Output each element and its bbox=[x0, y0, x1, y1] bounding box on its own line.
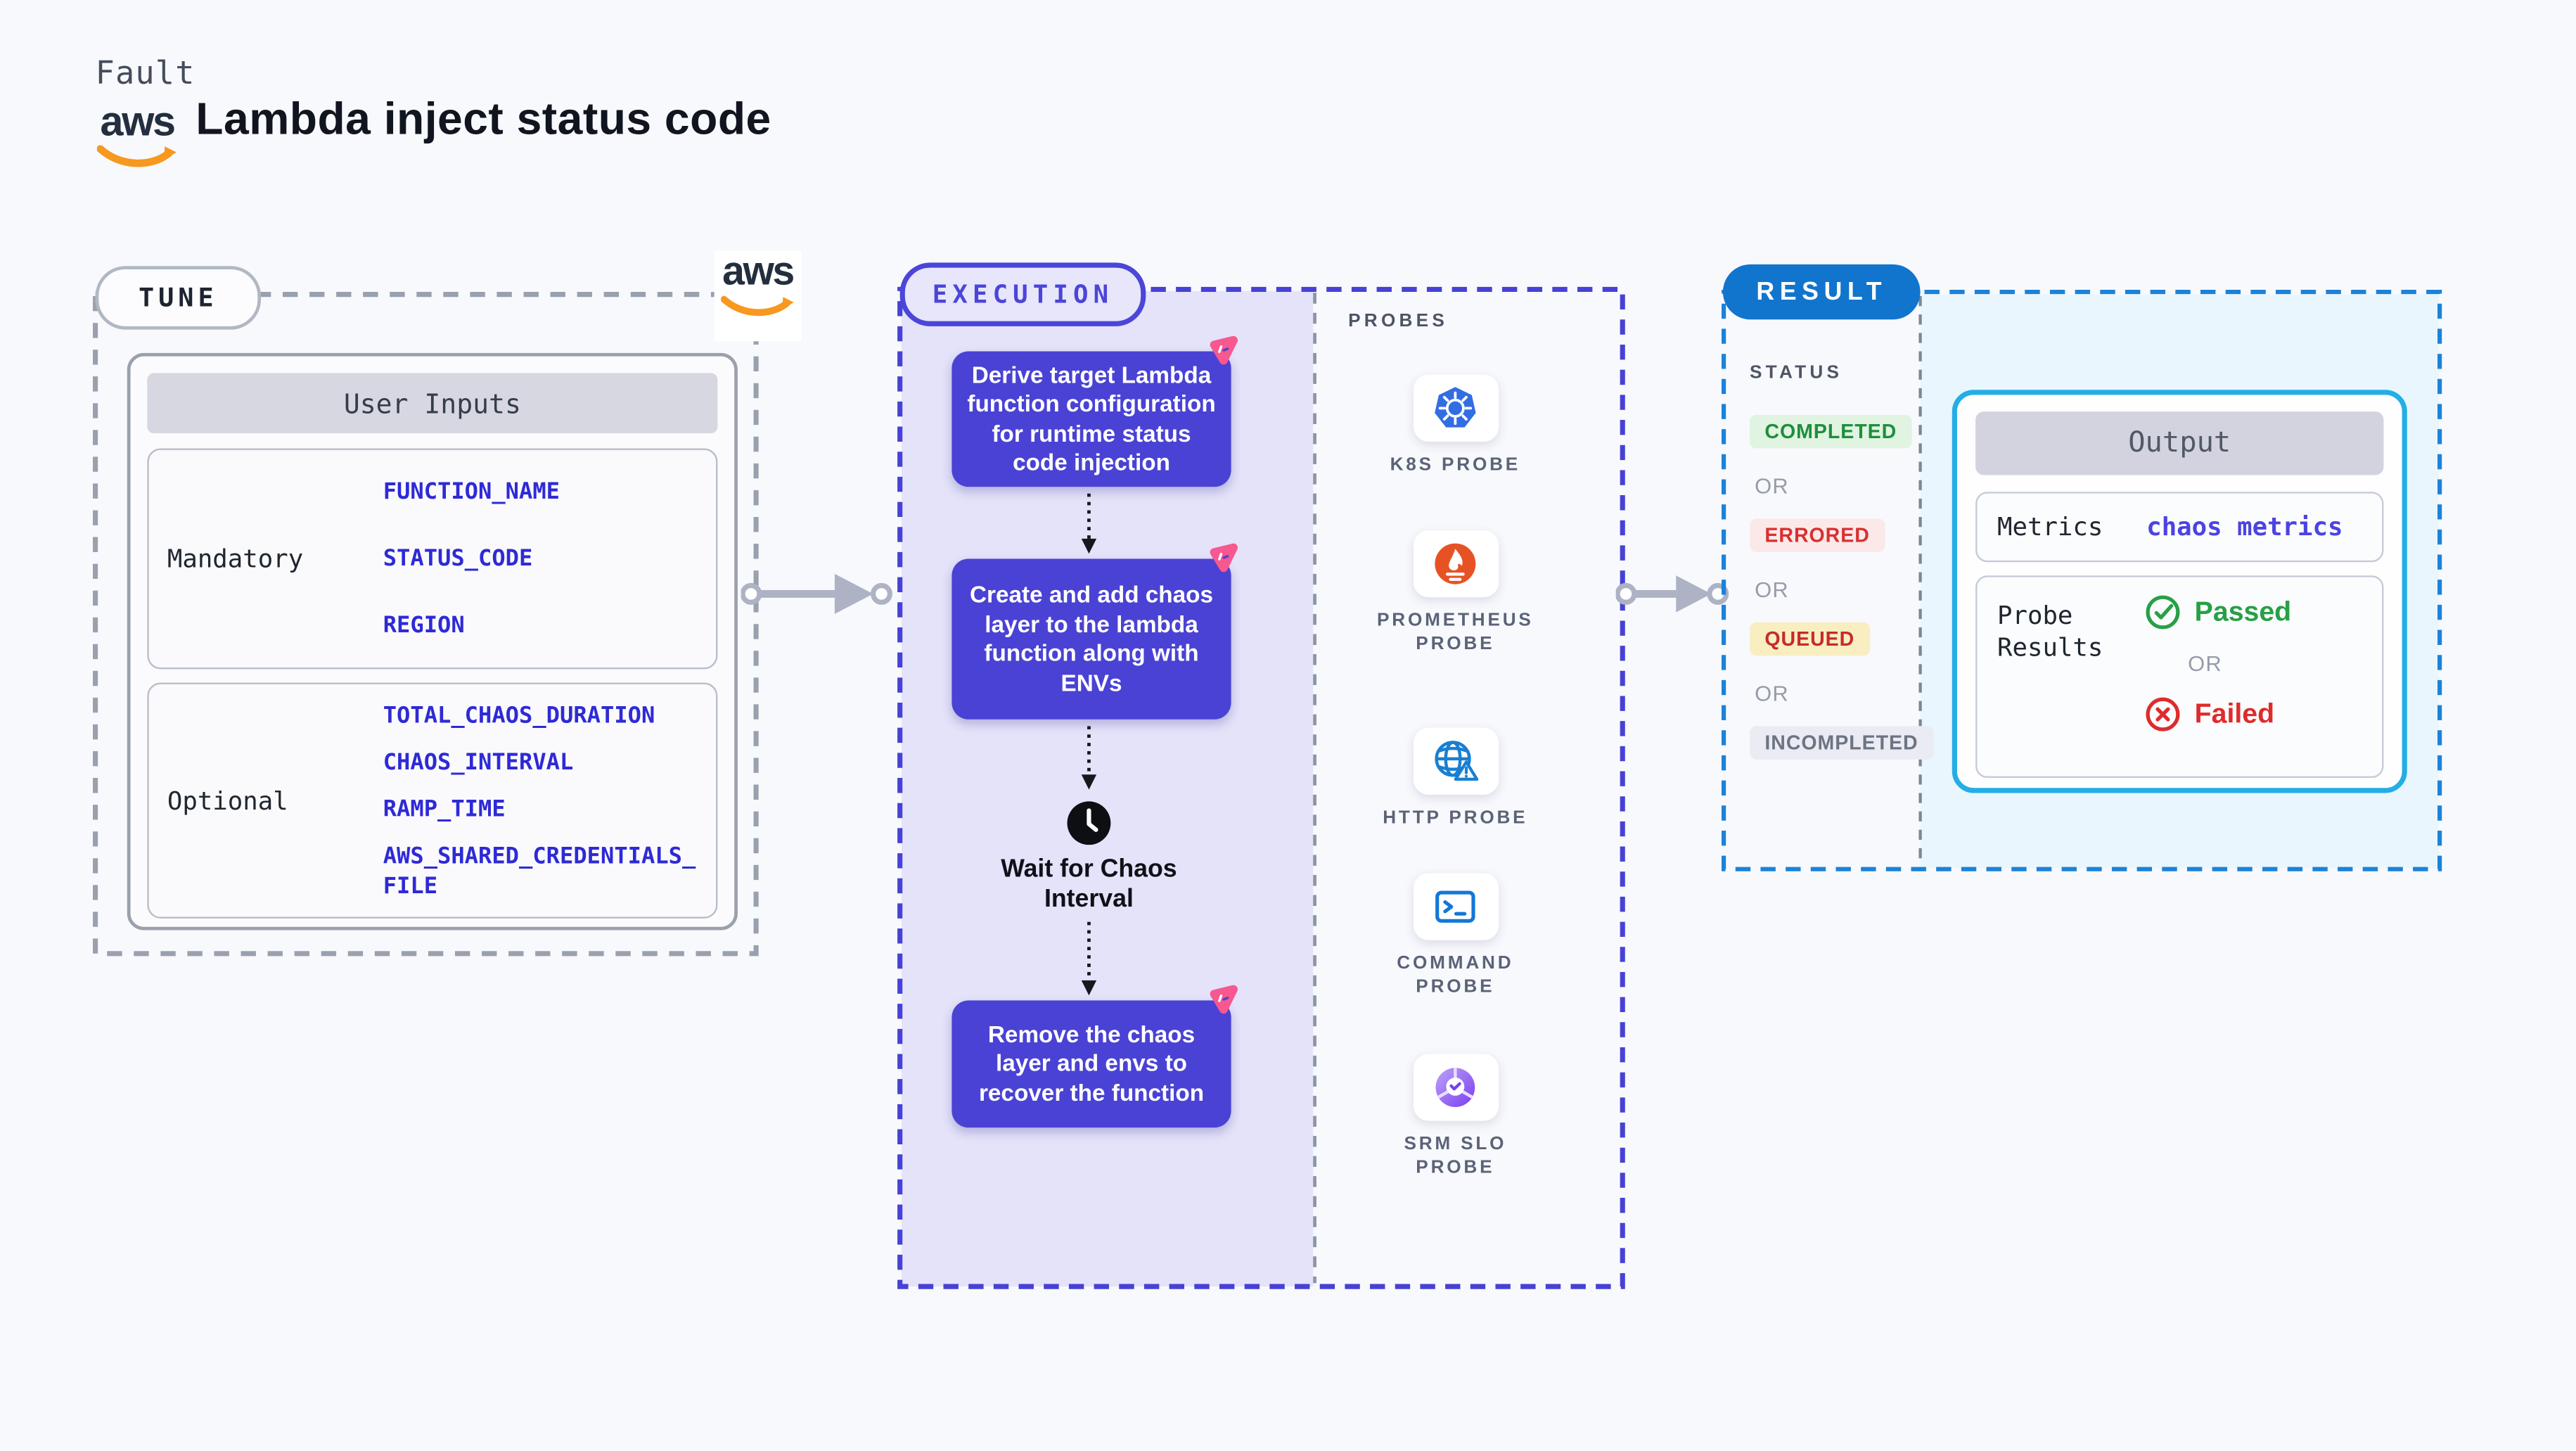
status-badge-queued: QUEUED bbox=[1749, 622, 1870, 656]
user-inputs-header: User Inputs bbox=[147, 373, 718, 434]
or-separator: OR bbox=[1755, 577, 1789, 603]
metrics-value: chaos metrics bbox=[2146, 511, 2343, 542]
chaos-icon bbox=[1210, 985, 1238, 1014]
x-circle-icon bbox=[2146, 697, 2180, 731]
input-variable: STATUS_CODE bbox=[383, 545, 533, 573]
metrics-row: Metrics chaos metrics bbox=[1975, 492, 2384, 563]
check-circle-icon bbox=[2146, 595, 2180, 629]
page-title: Lambda inject status code bbox=[196, 94, 771, 144]
probe-card-k8s bbox=[1412, 374, 1499, 442]
output-card: Output Metrics chaos metrics Probe Resul… bbox=[1952, 390, 2407, 793]
row-label: Optional bbox=[167, 785, 288, 816]
user-inputs-table: User Inputs Mandatory FUNCTION_NAME STAT… bbox=[127, 352, 738, 931]
status-label: STATUS bbox=[1749, 363, 1843, 383]
execution-step-2: Create and add chaos layer to the lambda… bbox=[951, 558, 1231, 720]
execution-step-1: Derive target Lambda function configurat… bbox=[951, 351, 1231, 487]
chaos-icon bbox=[1210, 335, 1238, 365]
probe-label: PROMETHEUS PROBE bbox=[1377, 611, 1534, 653]
aws-logo: aws bbox=[94, 101, 181, 179]
result-dashed-border bbox=[1722, 289, 2442, 871]
probe-result-passed: Passed bbox=[2194, 596, 2292, 627]
dotted-arrow-icon bbox=[1081, 726, 1097, 790]
input-variable: REGION bbox=[383, 612, 465, 639]
probe-card-srm-slo bbox=[1412, 1054, 1499, 1121]
prometheus-icon bbox=[1435, 543, 1476, 584]
execution-section-label: EXECUTION bbox=[899, 262, 1146, 326]
dotted-arrow-icon bbox=[1081, 493, 1097, 554]
probe-label: COMMAND PROBE bbox=[1397, 953, 1514, 997]
input-variable: FUNCTION_NAME bbox=[383, 478, 560, 506]
execution-step-3: Remove the chaos layer and envs to recov… bbox=[951, 1000, 1231, 1128]
probe-card-command bbox=[1412, 873, 1499, 940]
clock-icon bbox=[1067, 801, 1111, 845]
aws-logo-text: aws bbox=[100, 98, 176, 146]
tune-section-label: TUNE bbox=[95, 266, 262, 330]
slo-gauge-icon bbox=[1435, 1068, 1475, 1107]
input-variable: RAMP_TIME bbox=[383, 795, 506, 823]
status-badge-completed: COMPLETED bbox=[1749, 414, 1912, 449]
input-variable: TOTAL_CHAOS_DURATION bbox=[383, 701, 655, 729]
aws-smile-icon bbox=[96, 145, 177, 167]
probes-section-label: PROBES bbox=[1348, 311, 1449, 331]
probe-card-prometheus bbox=[1412, 530, 1499, 598]
table-row-mandatory: Mandatory FUNCTION_NAME STATUS_CODE REGI… bbox=[147, 448, 718, 670]
probe-card-http bbox=[1412, 727, 1499, 795]
metrics-label: Metrics bbox=[1997, 511, 2103, 542]
input-variable: CHAOS_INTERVAL bbox=[383, 748, 574, 776]
flow-arrow-icon bbox=[741, 573, 892, 614]
fault-kicker: Fault bbox=[95, 55, 196, 92]
probe-results-row: Probe Results Passed OR Failed bbox=[1975, 575, 2384, 779]
execution-dashed-border bbox=[897, 286, 1625, 1289]
tune-dashed-border bbox=[93, 292, 759, 957]
kubernetes-icon bbox=[1435, 387, 1476, 428]
output-header: Output bbox=[1975, 411, 2384, 475]
input-variable: AWS_SHARED_CREDENTIALS_FILE bbox=[383, 842, 696, 900]
probe-results-label: Probe Results bbox=[1997, 600, 2103, 662]
status-badge-errored: ERRORED bbox=[1749, 518, 1885, 552]
flow-arrow-icon bbox=[1615, 575, 1729, 613]
probe-label: HTTP PROBE bbox=[1383, 807, 1528, 829]
status-badge-incompleted: INCOMPLETED bbox=[1749, 726, 1933, 760]
aws-smile-icon bbox=[720, 295, 794, 317]
wait-step-label: Wait for Chaos Interval bbox=[1001, 855, 1177, 913]
row-label: Mandatory bbox=[167, 544, 304, 574]
probe-result-failed: Failed bbox=[2194, 698, 2275, 729]
aws-logo-text: aws bbox=[722, 249, 795, 295]
probe-label: K8S PROBE bbox=[1390, 454, 1521, 475]
or-separator: OR bbox=[1755, 681, 1789, 706]
aws-logo-tune: aws bbox=[714, 249, 802, 342]
probe-label: SRM SLO PROBE bbox=[1404, 1134, 1507, 1177]
globe-alert-icon bbox=[1435, 741, 1479, 781]
chaos-icon bbox=[1210, 543, 1238, 573]
or-separator: OR bbox=[1755, 473, 1789, 499]
terminal-icon bbox=[1435, 890, 1475, 923]
or-separator: OR bbox=[2188, 651, 2222, 676]
table-row-optional: Optional TOTAL_CHAOS_DURATION CHAOS_INTE… bbox=[147, 682, 718, 919]
dotted-arrow-icon bbox=[1081, 921, 1097, 996]
result-section-label: RESULT bbox=[1722, 264, 1921, 320]
